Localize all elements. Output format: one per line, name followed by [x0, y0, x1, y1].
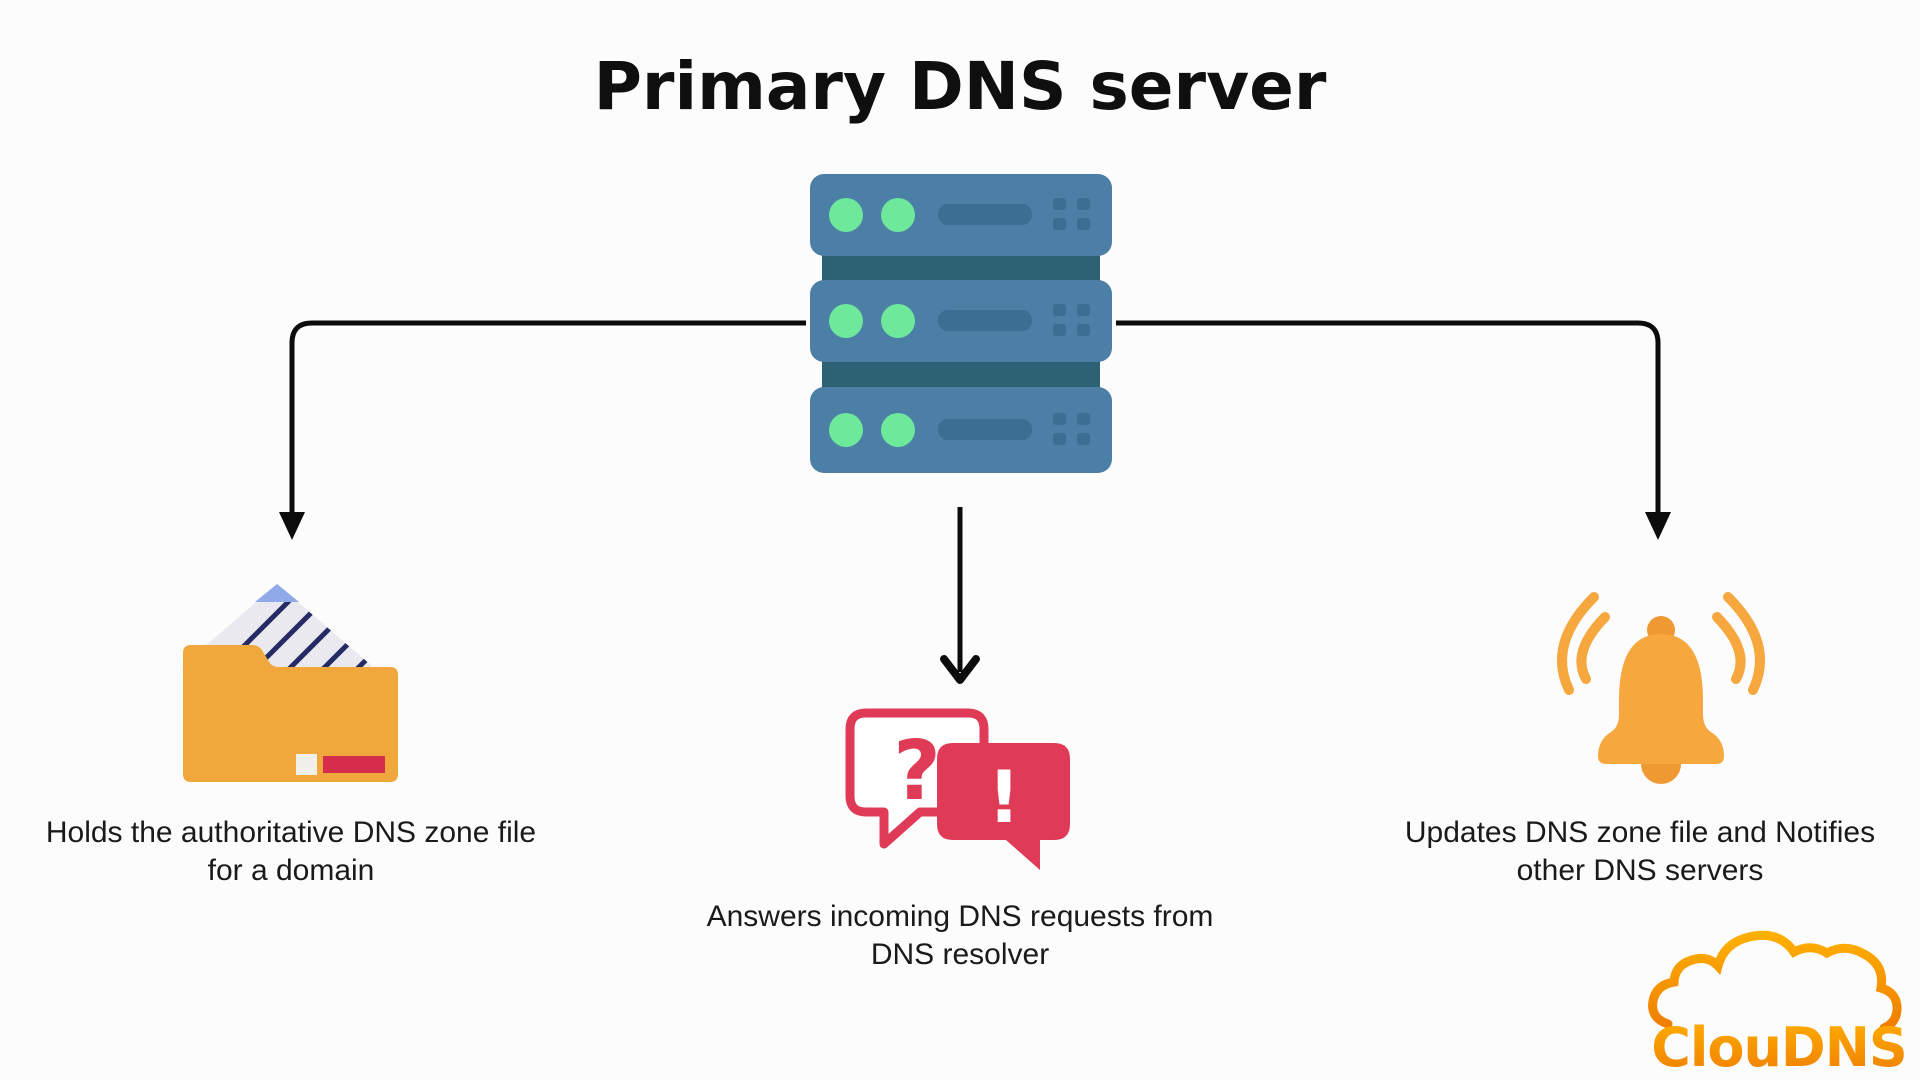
caption-dns-requests: Answers incoming DNS requests from DNS r… [700, 898, 1220, 974]
caption-zone-file: Holds the authoritative DNS zone file fo… [31, 814, 551, 890]
caption-line: for a domain [207, 854, 375, 887]
notification-bell-icon [1557, 592, 1765, 784]
caption-line: DNS resolver [870, 938, 1050, 971]
cloudns-logo-text: ClouDNS [1651, 1016, 1907, 1079]
question-glyph: ? [893, 724, 941, 819]
dns-request-chat-icon: ? ! [845, 708, 1070, 870]
caption-line: other DNS servers [1516, 854, 1764, 887]
arrow-server-to-notify [1116, 320, 1671, 540]
caption-line: Answers incoming DNS requests from [706, 900, 1214, 933]
arrow-server-to-dns-requests [940, 507, 980, 684]
page-title: Primary DNS server [593, 48, 1327, 125]
exclamation-glyph: ! [988, 755, 1021, 839]
caption-line: Updates DNS zone file and Notifies [1404, 816, 1876, 849]
dns-server-rack-icon [810, 174, 1112, 473]
caption-notify: Updates DNS zone file and Notifies other… [1380, 814, 1900, 890]
arrow-server-to-zone-file [279, 320, 806, 540]
zone-file-folder-icon [182, 584, 398, 782]
cloudns-logo: ClouDNS [1648, 930, 1908, 1079]
caption-line: Holds the authoritative DNS zone file [45, 816, 537, 849]
